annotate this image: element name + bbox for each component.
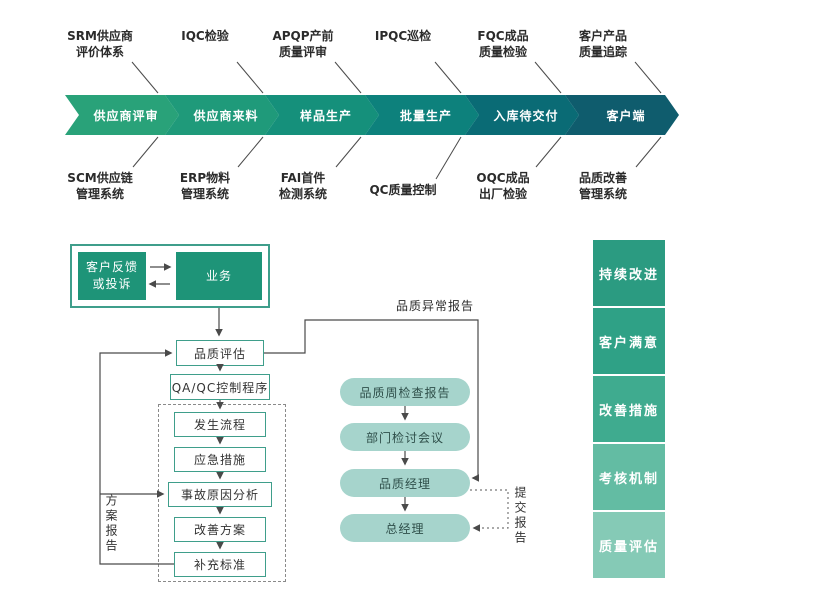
stage-bottom-label: QC质量控制: [369, 183, 437, 197]
stage-top-label: IQC检验: [181, 29, 229, 43]
review-step-box: 部门检讨会议: [340, 423, 470, 451]
quality-evaluation-box: 品质评估: [176, 340, 264, 366]
customer-feedback-box: 客户反馈 或投诉: [78, 252, 146, 300]
stage-chevron: 批量生产: [365, 95, 479, 135]
stage-chevron: 样品生产: [265, 95, 379, 135]
submit-report-dotted-path: [470, 489, 509, 532]
abnormal-report-label: 品质异常报告: [395, 299, 474, 313]
stage-chevron: 入库待交付: [465, 95, 579, 135]
flow-step-box: 改善方案: [174, 517, 266, 542]
stage-bottom-label: FAI首件 检测系统: [278, 171, 327, 202]
stage-bottom-label: OQC成品 出厂检验: [476, 171, 530, 202]
flow-step-box: 补充标准: [174, 552, 266, 577]
qaqc-procedure-box: QA/QC控制程序: [170, 374, 270, 400]
flow-step-box: 事故原因分析: [168, 482, 272, 507]
feedback-frame: [70, 244, 270, 308]
flow-step-box: 发生流程: [174, 412, 266, 437]
stage-bottom-label: 品质改善 管理系统: [578, 171, 627, 202]
goal-box: 改善措施: [593, 376, 665, 442]
stage-top-label: 客户产品 质量追踪: [578, 29, 627, 60]
goal-box: 持续改进: [593, 240, 665, 306]
review-step-box: 总经理: [340, 514, 470, 542]
goal-box: 考核机制: [593, 444, 665, 510]
submit-report-label: 提交报告: [513, 486, 527, 546]
stage-top-label: IPQC巡检: [374, 29, 432, 43]
review-step-box: 品质经理: [340, 469, 470, 497]
stage-bottom-label: SCM供应链 管理系统: [67, 171, 133, 202]
stage-bottom-label: ERP物料 管理系统: [179, 171, 231, 202]
plan-report-label: 方案报告: [104, 494, 118, 554]
stage-chevron: 供应商来料: [165, 95, 279, 135]
top-diagonal-lines: [131, 61, 662, 94]
flow-step-box: 应急措施: [174, 447, 266, 472]
stage-top-label: FQC成品 质量检验: [477, 29, 529, 60]
stage-chevron: 供应商评审: [65, 95, 179, 135]
stage-top-label: SRM供应商 评价体系: [67, 29, 133, 60]
business-box: 业务: [176, 252, 262, 300]
goal-box: 质量评估: [593, 512, 665, 578]
stage-chevron: 客户端: [565, 95, 679, 135]
stage-top-label: APQP产前 质量评审: [272, 29, 334, 60]
review-step-box: 品质周检查报告: [340, 378, 470, 406]
goal-box: 客户满意: [593, 308, 665, 374]
